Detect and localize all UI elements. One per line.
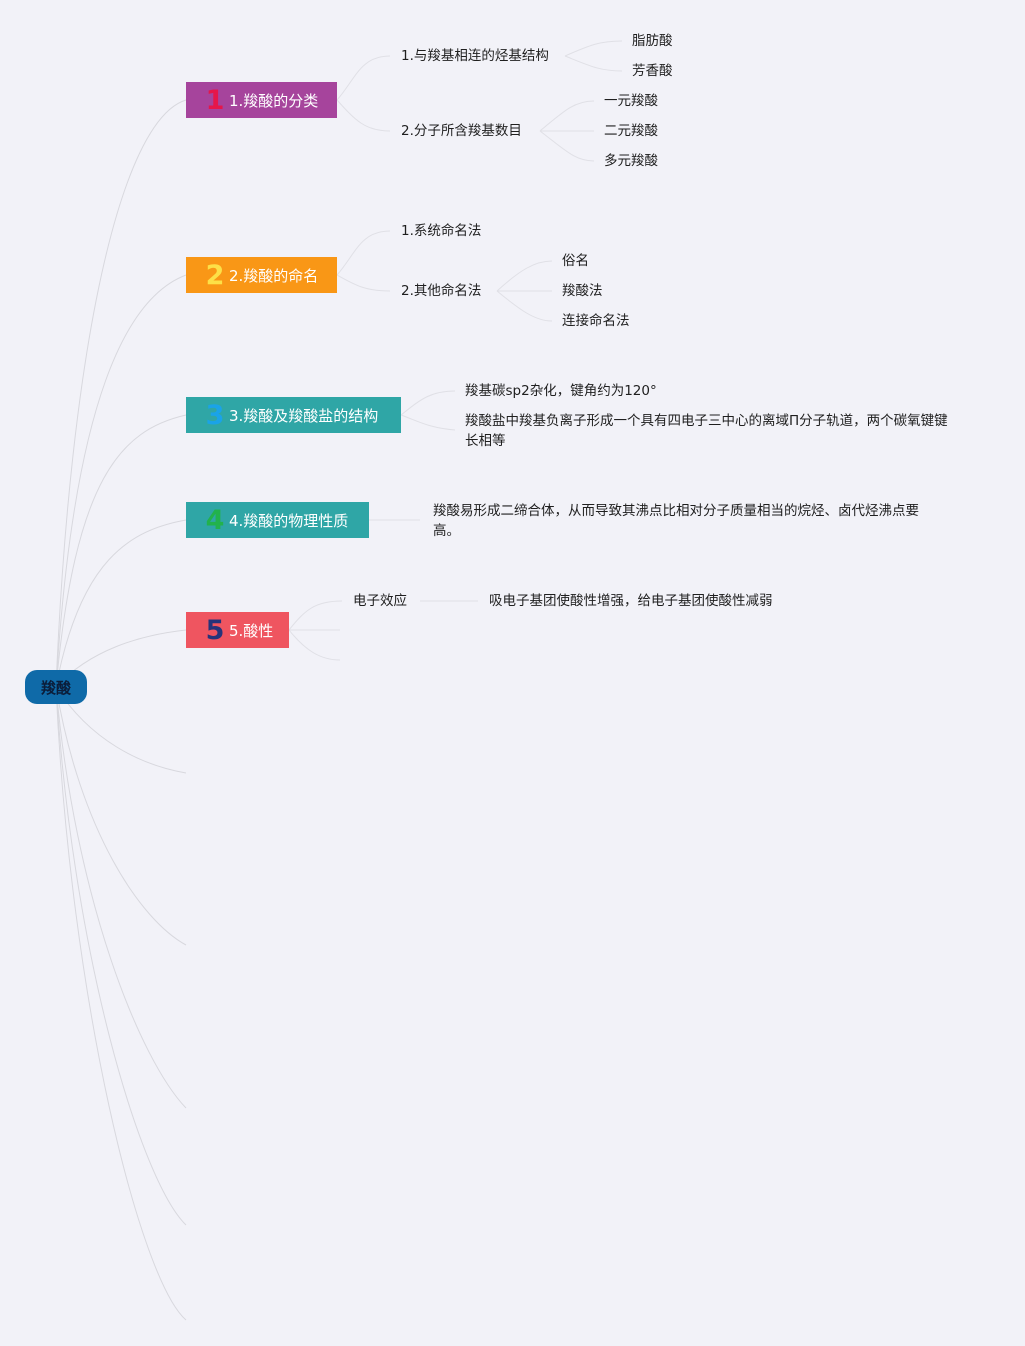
- node-hydrocarbon-structure[interactable]: 1.与羧基相连的烃基结构: [401, 48, 549, 64]
- leaf-carboxylic-acid-method[interactable]: 羧酸法: [562, 283, 603, 299]
- number-two-icon: 2: [205, 259, 225, 291]
- leaf-common-name[interactable]: 俗名: [562, 253, 589, 269]
- branch-2-label: 2.羧酸的命名: [229, 266, 319, 285]
- leaf-dimer-boiling-point[interactable]: 羧酸易形成二缔合体，从而导致其沸点比相对分子质量相当的烷烃、卤代烃沸点要高。: [433, 503, 919, 539]
- leaf-acidity-effect[interactable]: 吸电子基团使酸性增强，给电子基团使酸性减弱: [489, 593, 773, 609]
- leaf-polycarboxylic[interactable]: 多元羧酸: [604, 153, 658, 169]
- node-electronic-effect[interactable]: 电子效应: [353, 593, 407, 609]
- number-three-icon: 3: [205, 399, 225, 431]
- branch-3-label: 3.羧酸及羧酸盐的结构: [229, 406, 379, 425]
- node-carboxyl-count[interactable]: 2.分子所含羧基数目: [401, 123, 522, 139]
- leaf-aromatic-acid[interactable]: 芳香酸: [632, 63, 673, 79]
- leaf-monocarboxylic[interactable]: 一元羧酸: [604, 93, 658, 109]
- node-systematic-naming[interactable]: 1.系统命名法: [401, 223, 482, 239]
- number-one-icon: 1: [205, 84, 225, 116]
- leaf-delocalized-pi[interactable]: 羧酸盐中羧基负离子形成一个具有四电子三中心的离域Π分子轨道，两个碳氧键键长相等: [465, 413, 948, 449]
- leaf-linkage-naming[interactable]: 连接命名法: [562, 313, 630, 329]
- branch-3-node[interactable]: 3 3.羧酸及羧酸盐的结构: [186, 397, 401, 433]
- leaf-sp2-hybridization[interactable]: 羧基碳sp2杂化，键角约为120°: [465, 383, 657, 399]
- branch-4-label: 4.羧酸的物理性质: [229, 511, 349, 530]
- branch-1-label: 1.羧酸的分类: [229, 91, 319, 110]
- node-other-naming[interactable]: 2.其他命名法: [401, 283, 482, 299]
- branch-4-node[interactable]: 4 4.羧酸的物理性质: [186, 502, 369, 538]
- branch-5-label: 5.酸性: [229, 621, 274, 640]
- branch-2-node[interactable]: 2 2.羧酸的命名: [186, 257, 337, 293]
- root-node[interactable]: 羧酸: [25, 670, 87, 704]
- branch-1-node[interactable]: 1 1.羧酸的分类: [186, 82, 337, 118]
- number-five-icon: 5: [205, 614, 225, 646]
- number-four-icon: 4: [205, 504, 225, 536]
- leaf-fatty-acid[interactable]: 脂肪酸: [632, 33, 673, 49]
- branch-5-node[interactable]: 5 5.酸性: [186, 612, 289, 648]
- leaf-dicarboxylic[interactable]: 二元羧酸: [604, 123, 658, 139]
